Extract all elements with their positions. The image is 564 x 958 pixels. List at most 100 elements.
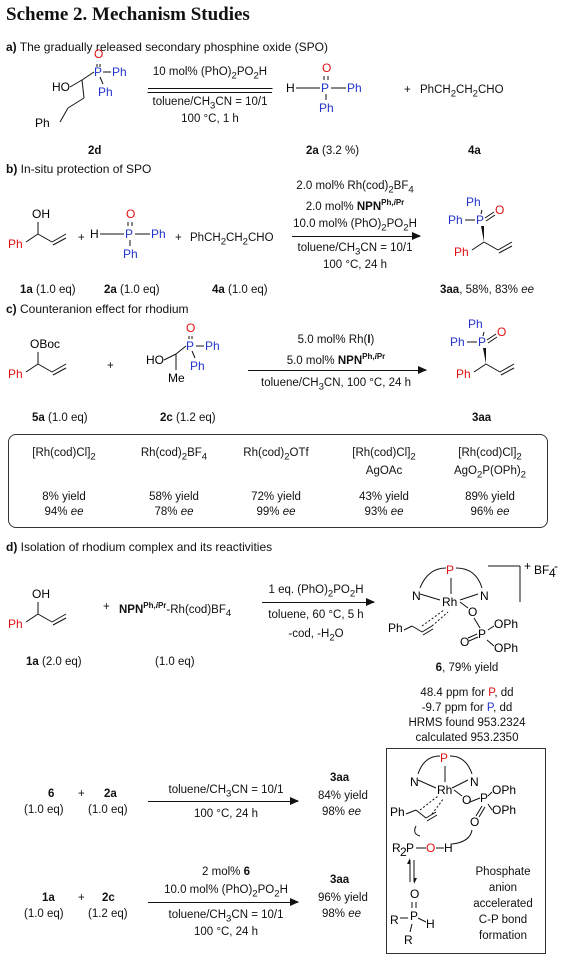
r2-eq-2c: (1.2 eq) bbox=[88, 908, 128, 920]
svg-text:H: H bbox=[444, 841, 453, 855]
r2-reactant-1a: 1a bbox=[42, 892, 55, 904]
svg-text:Ph: Ph bbox=[468, 317, 483, 331]
svg-text:P: P bbox=[406, 841, 414, 855]
svg-text:P: P bbox=[321, 81, 329, 95]
svg-text:Ph: Ph bbox=[98, 85, 113, 99]
b-label-4a: 4a (1.0 eq) bbox=[212, 284, 268, 296]
d-label-1a: 1a (2.0 eq) bbox=[26, 656, 82, 668]
molecule-3aa-b: Ph Ph P O Ph bbox=[448, 195, 513, 259]
c-cond-rh: 5.0 mol% Rh(I) bbox=[297, 334, 375, 346]
d-nmr-1: 48.4 ppm for P, dd bbox=[420, 687, 514, 699]
molecule-2a-b: O H P Ph Ph bbox=[90, 207, 166, 261]
d-cond-loss: -cod, -H2O bbox=[288, 628, 344, 644]
svg-text:Ph: Ph bbox=[347, 81, 362, 95]
r1-ee: 98% ee bbox=[322, 806, 362, 818]
b-label-2a: 2a (1.0 eq) bbox=[104, 284, 160, 296]
mech-text-5: formation bbox=[479, 930, 527, 942]
mechanism-box bbox=[386, 748, 546, 954]
mech-text-3: accelerated bbox=[473, 898, 533, 910]
d-plus: + bbox=[103, 601, 110, 613]
label-2d: 2d bbox=[88, 145, 102, 157]
r1-plus: + bbox=[78, 788, 85, 800]
svg-text:OPh: OPh bbox=[492, 803, 516, 817]
svg-text:Ph: Ph bbox=[205, 339, 220, 353]
c-label-3aa: 3aa bbox=[472, 412, 492, 424]
molecule-2c: HO Me P O Ph Ph bbox=[146, 321, 220, 385]
d-cond-acid: 1 eq. (PhO)2PO2H bbox=[268, 584, 364, 600]
r2-ee: 98% ee bbox=[322, 908, 362, 920]
b-label-1a: 1a (1.0 eq) bbox=[20, 284, 76, 296]
svg-text:P: P bbox=[440, 751, 448, 765]
d-label-6: 6, 79% yield bbox=[435, 662, 499, 674]
a-aldehyde: PhCH2CH2CHO bbox=[420, 84, 504, 100]
a-cond-catalyst: 10 mol% (PhO)2PO2H bbox=[152, 66, 268, 82]
svg-text:N: N bbox=[470, 775, 479, 789]
r1-reactant-2a: 2a bbox=[104, 788, 117, 800]
svg-text:H: H bbox=[426, 917, 435, 931]
r2-yield: 96% yield bbox=[318, 892, 368, 904]
svg-text:Rh: Rh bbox=[442, 595, 457, 609]
c-label-2c: 2c (1.2 eq) bbox=[160, 412, 216, 424]
b-cond-rh: 2.0 mol% Rh(cod)2BF4 bbox=[296, 180, 414, 196]
svg-text:O: O bbox=[462, 793, 471, 807]
a-cond-solvent: toluene/CH3CN = 10/1 bbox=[152, 96, 268, 112]
svg-text:H: H bbox=[286, 81, 295, 95]
svg-text:Ph: Ph bbox=[456, 367, 471, 381]
svg-text:N: N bbox=[412, 589, 421, 603]
molecule-2d: HO Ph P O Ph Ph bbox=[35, 47, 127, 130]
svg-text:BF: BF bbox=[534, 563, 549, 577]
svg-text:OPh: OPh bbox=[494, 617, 518, 631]
mech-text-1: Phosphate bbox=[475, 866, 531, 878]
counteranion-table bbox=[8, 434, 548, 528]
svg-text:Ph: Ph bbox=[466, 195, 481, 209]
molecule-1a-b: OH Ph bbox=[8, 207, 67, 251]
svg-text:O: O bbox=[495, 203, 504, 217]
svg-text:O: O bbox=[94, 47, 103, 61]
d-hrms-found: HRMS found 953.2324 bbox=[408, 717, 526, 729]
svg-text:R: R bbox=[404, 933, 413, 947]
r1-reactant-6: 6 bbox=[48, 788, 55, 800]
label-2a-yield: 2a (3.2 %) bbox=[306, 145, 360, 157]
svg-text:Ph: Ph bbox=[390, 805, 405, 819]
svg-text:Ph: Ph bbox=[123, 247, 138, 261]
r1-cond-temp: 100 °C, 24 h bbox=[193, 808, 259, 820]
svg-text:O: O bbox=[497, 325, 506, 339]
r1-reaction-arrow bbox=[148, 797, 299, 805]
svg-text:Ph: Ph bbox=[35, 116, 50, 130]
r2-plus: + bbox=[78, 892, 85, 904]
mechanism-diagram: P N N Rh O P OPh OPh O Ph R 2 P O H O P … bbox=[390, 751, 516, 947]
b-label-3aa: 3aa, 58%, 83% ee bbox=[440, 284, 534, 296]
svg-text:2: 2 bbox=[400, 845, 407, 859]
b-reaction-arrow bbox=[292, 232, 421, 240]
r1-eq-6: (1.0 eq) bbox=[24, 804, 64, 816]
svg-text:P: P bbox=[125, 227, 133, 241]
svg-text:P: P bbox=[476, 213, 484, 227]
svg-text:O: O bbox=[460, 635, 469, 649]
svg-text:Me: Me bbox=[168, 371, 185, 385]
svg-text:Ph: Ph bbox=[454, 245, 469, 259]
d-rh-reagent: NPNPh,iPr-Rh(cod)BF4 bbox=[119, 601, 232, 620]
molecule-2a-a: O H P Ph Ph bbox=[286, 61, 362, 115]
section-c-header: c) Counteranion effect for rhodium bbox=[6, 302, 189, 316]
svg-text:P: P bbox=[478, 627, 486, 641]
mech-text-2: anion bbox=[488, 882, 518, 894]
svg-text:O: O bbox=[186, 321, 195, 335]
svg-text:HO: HO bbox=[146, 353, 164, 367]
b-cond-solvent: toluene/CH3CN = 10/1 bbox=[297, 242, 413, 258]
svg-text:Ph: Ph bbox=[151, 227, 166, 241]
c-reaction-arrow bbox=[248, 366, 427, 374]
b-cond-acid: 10.0 mol% (PhO)2PO2H bbox=[293, 218, 417, 234]
svg-text:HO: HO bbox=[52, 80, 70, 94]
scheme-title: Scheme 2. Mechanism Studies bbox=[6, 4, 250, 25]
table-cell-cat-1: [Rh(cod)Cl]2 bbox=[32, 447, 96, 463]
mech-text-4: C-P bond bbox=[478, 914, 528, 926]
table-cell-cat-3: Rh(cod)2OTf bbox=[243, 447, 309, 463]
svg-text:OH: OH bbox=[32, 207, 50, 221]
svg-text:O: O bbox=[470, 815, 479, 829]
r1-eq-2a: (1.0 eq) bbox=[88, 804, 128, 816]
